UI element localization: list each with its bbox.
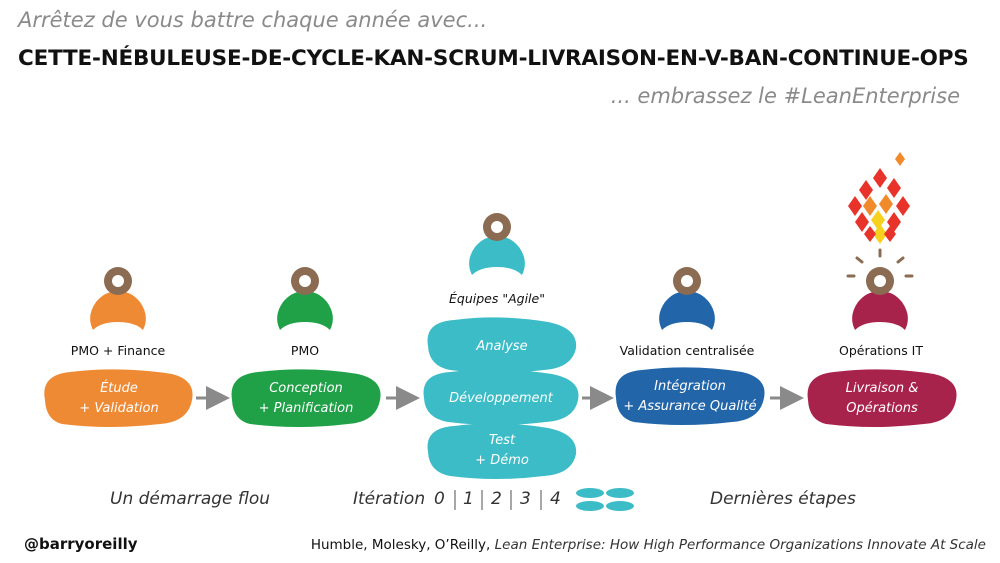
iteration-2: 2: [491, 489, 502, 509]
blob-conception: [231, 369, 381, 427]
blob-text-line: Opérations: [846, 401, 918, 416]
intro-text: Arrêtez de vous battre chaque année avec…: [18, 8, 488, 32]
last-steps-label: Dernières étapes: [710, 489, 856, 509]
person-icon-agile-team: [469, 213, 525, 275]
tagline: ... embrassez le #LeanEnterprise: [610, 84, 960, 108]
blob-text-line: Test: [488, 433, 516, 448]
role-label-pmo-finance: PMO + Finance: [70, 343, 166, 358]
blob-text-line: + Planification: [258, 401, 354, 416]
burst-rays-icon: [846, 248, 914, 278]
role-label-agile: Équipes "Agile": [449, 291, 545, 306]
blob-text-line: + Validation: [79, 401, 159, 416]
mini-iteration-icon: [576, 488, 634, 511]
iteration-0: 0: [434, 489, 445, 509]
blob-text-analyse: Analyse: [476, 339, 528, 354]
person-icon-ops: [852, 267, 908, 330]
person-icon-pmo-finance: [90, 267, 146, 330]
blob-developpement: [423, 369, 579, 425]
blob-text-line: + Démo: [475, 453, 529, 468]
blob-text-line: Livraison &: [845, 381, 919, 396]
role-label-pmo: PMO: [290, 343, 320, 358]
blob-text-livraison: Livraison & Opérations: [808, 379, 956, 419]
citation-title: Lean Enterprise: How High Performance Or…: [494, 537, 986, 553]
flame-icon: [848, 152, 910, 244]
fuzzy-start-label: Un démarrage flou: [110, 489, 271, 509]
blob-text-integration: Intégration + Assurance Qualité: [612, 377, 768, 417]
blob-text-conception: Conception + Planification: [232, 379, 380, 419]
role-label-validation: Validation centralisée: [619, 343, 755, 358]
blob-text-etude: Étude + Validation: [45, 379, 193, 419]
iteration-1: 1: [463, 489, 474, 509]
iteration-label: Itération: [353, 489, 426, 509]
blob-test: [427, 423, 577, 479]
person-icon-validation: [659, 267, 715, 330]
blob-etude: [44, 369, 193, 427]
citation-authors: Humble, Molesky, O’Reilly,: [310, 537, 495, 553]
blob-livraison: [807, 369, 957, 427]
twitter-handle: @barryoreilly: [24, 535, 138, 553]
iteration-separators: [454, 490, 542, 510]
person-icon-pmo: [277, 267, 333, 330]
blob-analyse: [427, 317, 577, 373]
blob-text-line: Étude: [100, 381, 138, 396]
role-label-ops: Opérations IT: [838, 343, 923, 358]
blob-text-line: Conception: [269, 381, 343, 396]
blob-text-line: + Assurance Qualité: [623, 399, 757, 414]
headline: CETTE-NÉBULEUSE-DE-CYCLE-KAN-SCRUM-LIVRA…: [18, 46, 969, 71]
blob-text-line: Intégration: [654, 379, 726, 394]
book-citation: Humble, Molesky, O’Reilly, Lean Enterpri…: [311, 537, 986, 553]
iteration-3: 3: [520, 489, 531, 509]
iteration-4: 4: [550, 489, 561, 509]
blob-text-test: Test + Démo: [428, 431, 576, 471]
blob-integration: [615, 367, 765, 425]
blob-text-developpement: Développement: [449, 391, 553, 406]
